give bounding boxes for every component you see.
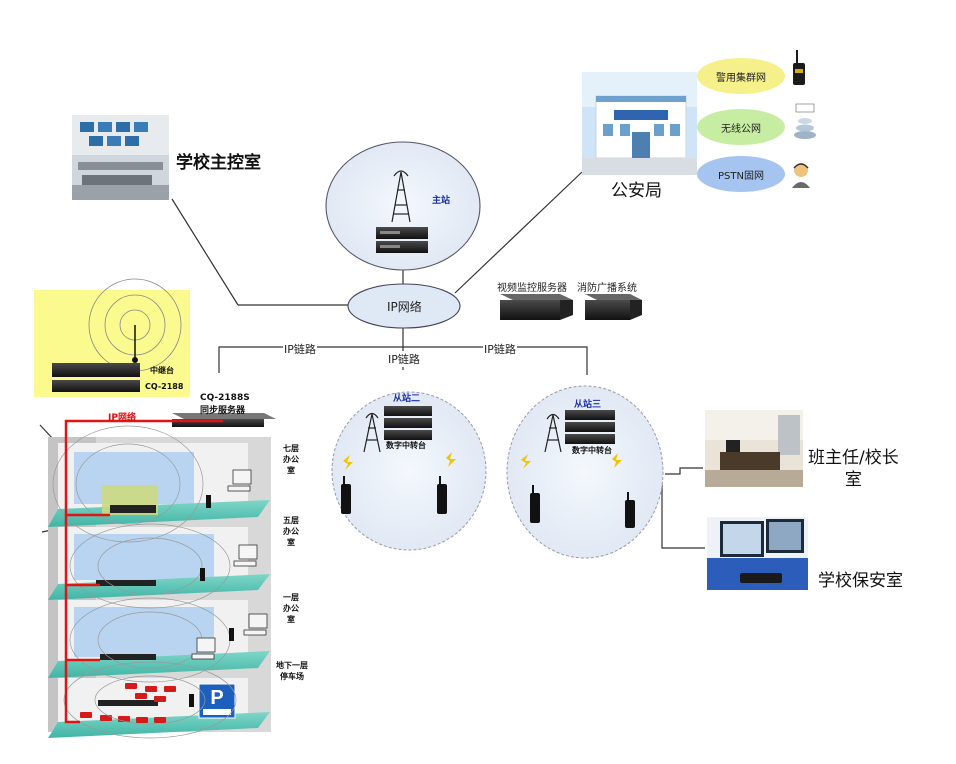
floor-seven: [48, 443, 270, 527]
radio-tower-icon: [391, 170, 411, 223]
lightning-icon: [343, 452, 456, 470]
ip-link-left-label: IP链路: [283, 341, 317, 357]
parking-sign-icon: P: [198, 683, 236, 719]
ip-link-mid-label: IP链路: [387, 351, 421, 367]
ip-network-label: IP网络: [387, 300, 422, 314]
pstn-network-label: PSTN固网: [718, 170, 764, 182]
handheld-radio-icon: [793, 50, 805, 85]
repeater-stack-icon: [376, 227, 428, 253]
substation-two-bubble: [331, 391, 487, 551]
sync-server-model-label: CQ-2188S: [200, 393, 250, 403]
main-station-label: 主站: [432, 196, 451, 206]
pstn-network-pill: PSTN固网: [697, 156, 785, 192]
video-server-label: 视频监控服务器: [497, 283, 567, 294]
headmaster-room-label: 班主任/校长 室: [808, 448, 899, 490]
school-control-room-label: 学校主控室: [176, 153, 261, 173]
substation-two-label: 从站二: [393, 394, 421, 404]
repeater-panel: [34, 278, 190, 397]
school-control-room-photo: [72, 115, 169, 200]
headmaster-room-photo: [705, 410, 803, 487]
police-network-pills: [697, 50, 816, 192]
svg-text:P: P: [210, 687, 223, 709]
substation-three-label: 从站三: [574, 400, 602, 410]
sync-device-label: CQ-2188: [145, 382, 184, 391]
police-label: 公安局: [611, 181, 662, 201]
fire-broadcast-label: 消防广播系统: [577, 283, 637, 294]
lightning-icon: [521, 453, 622, 469]
building-cross-section: P: [34, 278, 276, 739]
police-trunk-network-label: 警用集群网: [716, 72, 766, 84]
video-server-icon: [500, 294, 573, 320]
handheld-radio-icon: [530, 485, 540, 523]
floor-basement: P: [48, 678, 270, 738]
main-station-bubble: [325, 141, 481, 271]
substation-two-relay-label: 数字中转台: [386, 441, 426, 450]
police-station-photo: [582, 72, 697, 175]
cell-network-icon: [794, 103, 816, 139]
building-ip-network-label: IP网络: [108, 413, 136, 423]
police-trunk-network-pill: 警用集群网: [697, 58, 785, 94]
sync-server-label: 同步服务器: [200, 406, 246, 416]
operator-person-icon: [792, 163, 810, 188]
substation-three-bubble: [506, 385, 664, 559]
desktop-computer-icon: [191, 469, 268, 660]
radio-tower-icon: [363, 412, 381, 453]
wireless-public-network-label: 无线公网: [721, 123, 761, 135]
sync-server-icon: [172, 413, 276, 427]
wireless-public-network-pill: 无线公网: [697, 109, 785, 145]
floor-seven-label: 七层 办公 室: [283, 444, 299, 475]
floor-five-label: 五层 办公 室: [283, 516, 299, 547]
ip-network-cable: [64, 419, 223, 724]
floor-one: [48, 600, 270, 678]
ip-link-right-label: IP链路: [483, 341, 517, 357]
ip-network-node: [347, 283, 461, 329]
repeater-stack-icon: [384, 406, 432, 440]
repeater-stack-icon: [565, 410, 615, 444]
handheld-radio-icon: [189, 495, 234, 707]
floor-one-label: 一层 办公 室: [283, 593, 299, 624]
security-room-label: 学校保安室: [818, 571, 903, 591]
radio-tower-icon: [544, 413, 562, 453]
floor-basement-label: 地下一层 停车场: [276, 661, 308, 681]
handheld-radio-icon: [437, 476, 447, 514]
floor-five: [48, 527, 270, 600]
repeater-label: 中继台: [150, 366, 174, 375]
handheld-radio-icon: [341, 476, 351, 514]
handheld-radio-icon: [625, 492, 635, 528]
substation-three-relay-label: 数字中转台: [572, 446, 612, 455]
fire-broadcast-server-icon: [585, 294, 642, 320]
security-room-photo: [707, 517, 808, 590]
